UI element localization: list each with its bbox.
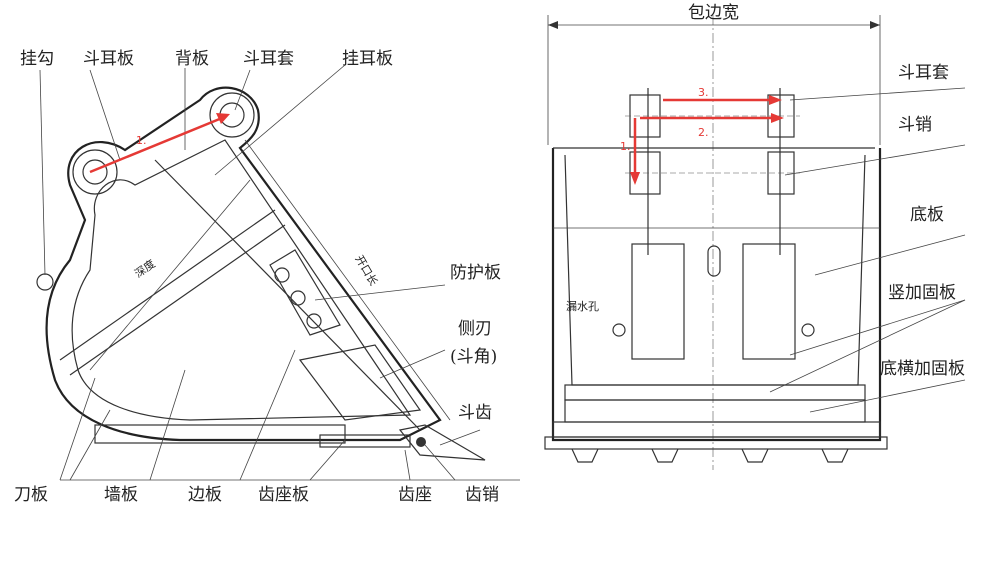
opening-length-line — [244, 139, 451, 421]
label-guard-plate: 防护板 — [450, 263, 501, 283]
bucket-front-outer — [551, 148, 882, 442]
tooth-pin-dot — [416, 437, 426, 447]
label-ear-plate: 斗耳板 — [83, 49, 134, 69]
red-arrow-r3-head — [769, 95, 782, 105]
label-back-plate: 背板 — [175, 49, 209, 69]
bucket-inner-shell — [71, 139, 412, 421]
bottom-blade — [94, 424, 346, 444]
bottom-cross-stiffener-2 — [564, 399, 866, 423]
left-bucket-side-view: 深度 开口长 1. 挂勾 斗耳板 背板 斗耳套 — [14, 49, 520, 505]
label-vertical-stiffener: 竖加固板 — [888, 283, 956, 303]
bottom-cross-stiffener-3 — [552, 421, 881, 438]
red-arrow-r3-label: 3. — [698, 86, 709, 99]
label-bucket-corner: (斗角) — [450, 347, 497, 367]
depth-line-2 — [69, 224, 286, 376]
wall-plate-line — [89, 179, 251, 371]
hook-eye — [36, 273, 54, 291]
label-bottom-plate: 底板 — [910, 205, 944, 225]
red-arrow-1 — [89, 116, 223, 174]
label-ear-sleeve-left: 斗耳套 — [243, 49, 294, 69]
red-arrow-r2-head — [771, 113, 784, 123]
guard-hole-1 — [274, 267, 290, 283]
bucket-front-inner — [564, 154, 866, 386]
label-ear-sleeve-right: 斗耳套 — [898, 63, 949, 83]
ear-hole-outer-left — [72, 149, 118, 195]
side-blade-shape — [298, 344, 422, 421]
guard-hole-2 — [290, 290, 306, 306]
label-blade-plate: 刀板 — [14, 485, 48, 505]
drain-hole-right — [801, 323, 815, 337]
red-arrow-r2-label: 2. — [698, 126, 709, 139]
ear-sleeve-bottom-right — [767, 151, 795, 195]
ear-hole-outer-right — [209, 92, 255, 138]
right-bucket-front-view: 包边宽 漏水孔 — [544, 3, 966, 470]
vertical-stiffener-left — [631, 243, 685, 360]
width-arrow-right — [870, 21, 880, 29]
left-leader-lines — [39, 64, 520, 481]
opening-length-label: 开口长 — [352, 253, 380, 288]
label-bucket-tooth: 斗齿 — [458, 403, 492, 423]
ear-hole-inner-left — [82, 159, 108, 185]
bucket-tooth-shape — [398, 424, 486, 461]
label-bottom-cross-stiffener: 底横加固板 — [880, 359, 965, 379]
label-wall-plate: 墙板 — [104, 485, 138, 505]
width-arrow-left — [548, 21, 558, 29]
label-tooth-pin: 齿销 — [465, 485, 499, 505]
label-drain-hole: 漏水孔 — [566, 300, 599, 313]
red-arrow-r1-head — [630, 172, 640, 185]
red-arrow-1-label: 1. — [136, 134, 147, 147]
label-edge-plate: 边板 — [188, 485, 222, 505]
depth-line-1 — [59, 209, 276, 361]
ear-sleeve-top-right — [767, 94, 795, 138]
bucket-front-base — [544, 436, 888, 450]
drain-hole-left — [612, 323, 626, 337]
label-hook: 挂勾 — [20, 49, 54, 69]
label-bucket-pin: 斗销 — [898, 115, 932, 135]
label-hanging-plate: 挂耳板 — [342, 49, 393, 69]
right-leader-lines — [769, 87, 966, 413]
depth-label: 深度 — [132, 256, 158, 280]
label-side-blade: 侧刃 — [458, 319, 492, 339]
label-tooth-seat: 齿座 — [398, 485, 432, 505]
bottom-cross-stiffener-1 — [564, 384, 866, 401]
vertical-stiffener-right — [742, 243, 796, 360]
label-tooth-seat-plate: 齿座板 — [258, 485, 309, 505]
center-slot — [707, 245, 721, 277]
red-arrow-1-head — [216, 113, 230, 124]
red-arrow-r1-label: 1. — [620, 140, 631, 153]
label-width: 包边宽 — [688, 3, 739, 23]
tooth-seat-plate-rect — [319, 434, 411, 448]
guard-hole-3 — [306, 313, 322, 329]
guard-plate — [269, 249, 341, 336]
bucket-outer-shell — [45, 86, 442, 442]
front-teeth — [571, 448, 849, 463]
